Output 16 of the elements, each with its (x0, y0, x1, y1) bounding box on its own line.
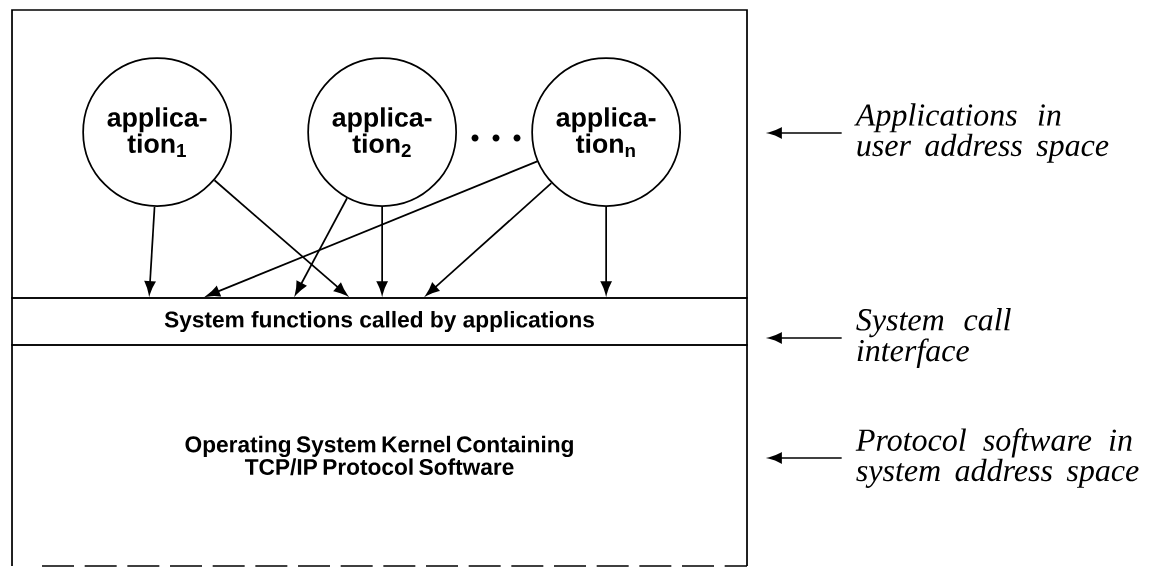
arrow (294, 197, 348, 295)
interface-bar: System functions called by applications (11, 297, 748, 346)
arrow (144, 206, 156, 295)
arrow (206, 160, 539, 297)
annotation-text: Applications in user address space (854, 103, 1109, 163)
annotation-text: System call interface (856, 308, 1011, 368)
arrow (425, 182, 553, 296)
arrow (768, 332, 843, 344)
arrow (213, 179, 348, 296)
kernel-box: Operating System Kernel Containing TCP/IP Protocol Software (11, 344, 748, 567)
arrow (768, 452, 843, 464)
arrow (376, 206, 388, 295)
arrow (768, 127, 843, 139)
band-box (11, 9, 748, 299)
arrow (600, 206, 612, 295)
annotation-text: Protocol software in system address space (855, 428, 1139, 488)
